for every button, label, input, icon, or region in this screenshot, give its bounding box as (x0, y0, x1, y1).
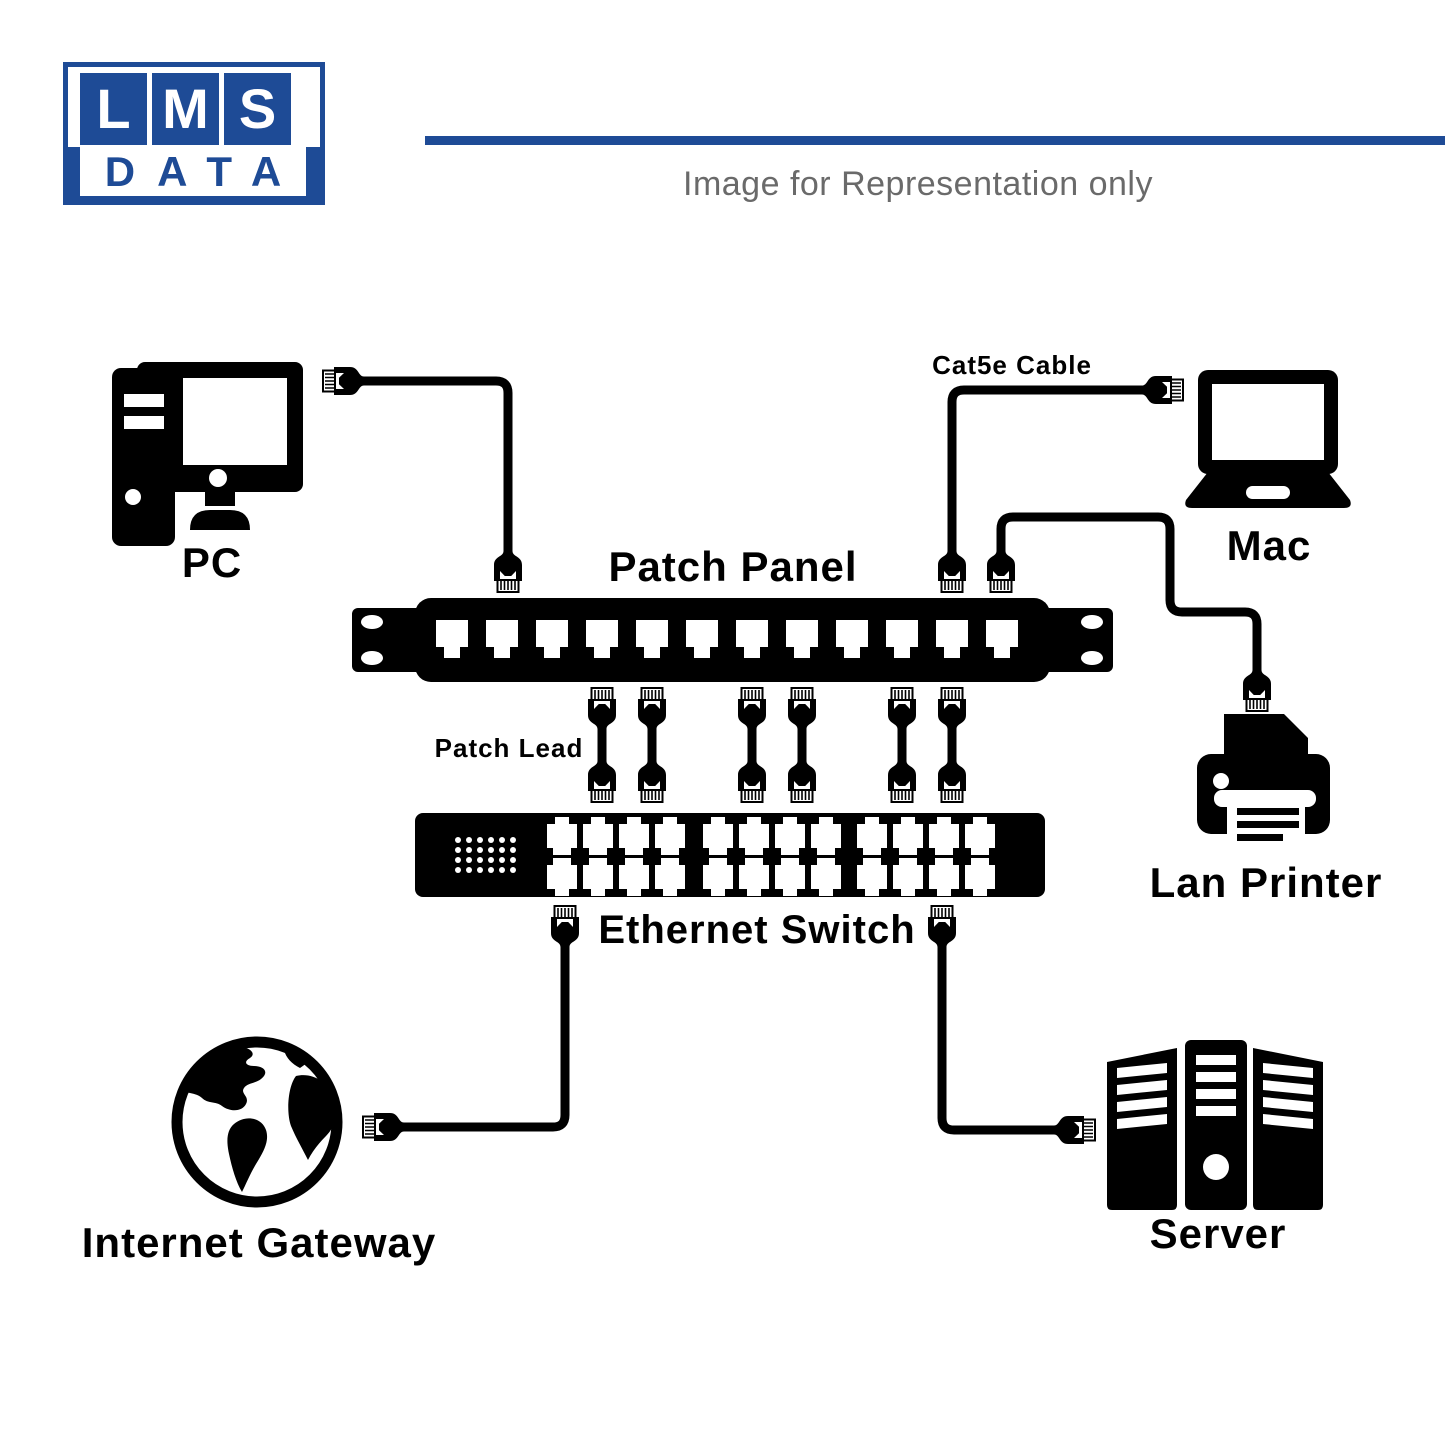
mac-base-notch (1246, 486, 1290, 499)
mac-icon (1185, 370, 1351, 508)
patch-leads (588, 688, 966, 802)
printer-page-line (1237, 808, 1299, 815)
lms-data-logo: L M S DATA (63, 62, 325, 205)
cat5e-cable-label: Cat5e Cable (932, 350, 1092, 380)
patch-lead (588, 688, 616, 802)
server-power-dot (1203, 1154, 1229, 1180)
internet-gateway-label: Internet Gateway (82, 1219, 436, 1266)
server-label: Server (1150, 1210, 1287, 1257)
logo-tile-m: M (152, 73, 219, 145)
rj45-plug-into-panel-port11 (937, 530, 967, 593)
server-tower-right-slots (1263, 1063, 1313, 1129)
server-tower-left-slots (1117, 1063, 1167, 1129)
pc-monitor-screen (183, 378, 287, 465)
mount-hole (1081, 615, 1103, 629)
server-tower-middle (1185, 1040, 1247, 1210)
patch-lead-label: Patch Lead (435, 733, 584, 763)
rj45-plug-switch-bottom-right (927, 905, 957, 968)
ethernet-switch-label: Ethernet Switch (598, 908, 915, 952)
rj45-plug-switch-bottom-left (550, 905, 580, 968)
representation-note: Image for Representation only (683, 165, 1153, 203)
logo-tile-l: L (80, 73, 147, 145)
cable-pc-to-patch-panel (384, 376, 513, 533)
lan-printer-label: Lan Printer (1150, 859, 1383, 906)
printer-paper-fold (1284, 714, 1308, 738)
logo-letter: L (96, 77, 131, 140)
logo-letter: M (162, 77, 209, 140)
mount-hole (1081, 651, 1103, 665)
mount-hole (361, 651, 383, 665)
switch-led-grid (455, 837, 516, 873)
patch-panel-label: Patch Panel (608, 543, 857, 590)
internet-gateway-icon (171, 1036, 343, 1208)
logo-tile-s: S (224, 73, 291, 145)
logo-word: DATA (104, 147, 304, 195)
logo-word-band: DATA (68, 147, 320, 200)
patch-panel-body (415, 598, 1050, 682)
server-tower-middle-slots (1196, 1055, 1236, 1116)
pc-tower-slot (124, 416, 164, 429)
patch-lead (888, 688, 916, 802)
rj45-plug-mac (1121, 375, 1184, 405)
printer-led (1213, 773, 1229, 789)
printer-page-line (1237, 834, 1283, 841)
patch-lead (938, 688, 966, 802)
lan-printer-icon (1197, 714, 1330, 852)
pc-monitor-dot (209, 469, 227, 487)
patch-lead (638, 688, 666, 802)
patch-lead (738, 688, 766, 802)
cable-switch-to-gateway (424, 945, 570, 1132)
pc-stand-neck (205, 492, 235, 506)
patch-panel-ear-right (1043, 608, 1113, 672)
mount-hole (361, 615, 383, 629)
rj45-plug-server (1033, 1115, 1096, 1145)
patch-lead (788, 688, 816, 802)
rj45-plug-into-panel-left (493, 530, 523, 593)
rj45-plug-gateway (362, 1112, 425, 1142)
logo-tiles: L M S (68, 67, 320, 145)
rj45-plug-into-panel-port12 (986, 530, 1016, 593)
cable-patch-panel-to-printer (996, 512, 1262, 652)
mac-screen (1212, 384, 1324, 460)
printer-page-line (1237, 821, 1299, 828)
cables (384, 376, 1262, 1135)
server-icon (1107, 1040, 1323, 1210)
logo-letter: S (238, 77, 277, 140)
pc-stand-base (190, 510, 250, 530)
pc-tower-slot (124, 394, 164, 407)
rj45-plug-printer (1242, 649, 1272, 712)
rj45-plug-pc (322, 366, 385, 396)
patch-panel (352, 598, 1113, 682)
cable-switch-to-server (937, 945, 1034, 1135)
pc-label: PC (182, 539, 242, 586)
header-divider-line (425, 136, 1445, 145)
pc-icon (112, 362, 303, 546)
patch-panel-ear-left (352, 608, 422, 672)
cable-mac-to-patch-panel (947, 385, 1122, 533)
logo-word-panel: DATA (80, 147, 306, 196)
logo-inner: L M S DATA (68, 67, 320, 200)
mac-label: Mac (1227, 522, 1312, 569)
ethernet-switch (415, 813, 1045, 897)
pc-tower-dot (125, 489, 141, 505)
